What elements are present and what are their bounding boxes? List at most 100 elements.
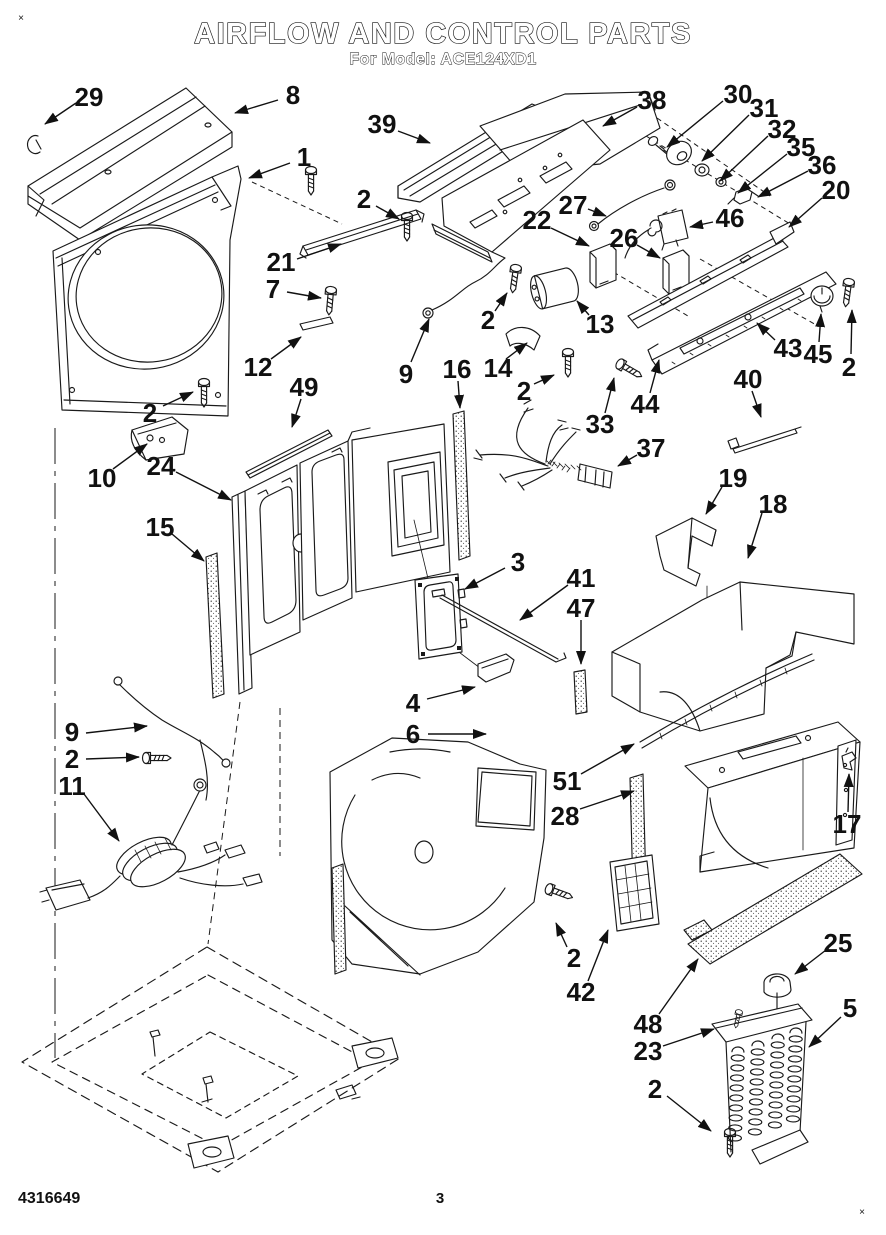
part-label-25: 25 [824,928,853,958]
part-label-7: 7 [266,274,280,304]
part-label-6: 6 [406,719,420,749]
leader-arrow-33 [604,377,616,414]
part-46-thermostat [624,208,689,259]
part-26-switch [662,249,690,295]
part-13-capacitor [530,267,579,310]
part-label-21: 21 [267,247,296,277]
leader-arrow-23 [662,1028,715,1047]
leader-arrow-12 [270,336,302,360]
leader-arrow-4 [426,685,476,700]
leader-arrow-30 [666,100,724,148]
leader-arrow-2 [533,374,555,385]
part-label-51: 51 [553,766,582,796]
part-label-39: 39 [368,109,397,139]
leader-arrow-2 [494,292,508,312]
leader-arrow-13 [576,300,590,316]
part-9-lower-wire [113,676,231,801]
registration-mark-bottom-right: × [859,1207,865,1218]
leader-arrow-24 [175,471,232,501]
leader-arrow-17 [843,773,854,813]
part-label-24: 24 [147,451,176,481]
leader-arrow-44 [649,359,661,394]
leader-arrow-11 [83,793,120,842]
leader-arrow-5 [808,1016,842,1048]
leader-arrow-41 [519,584,569,621]
part-27-jumper-wire [588,179,676,232]
part-label-16: 16 [443,354,472,384]
leader-arrow-40 [751,390,762,418]
leader-arrow-37 [617,454,638,467]
leader-arrow-26 [636,244,661,259]
part-label-12: 12 [244,352,273,382]
part-label-2: 2 [143,398,157,428]
part-label-1: 1 [297,142,311,172]
leader-arrow-8 [234,99,279,115]
leader-arrow-49 [291,398,302,428]
leader-arrow-39 [397,130,431,144]
part-47-seal-strip [573,669,588,715]
leader-arrow-46 [689,219,714,230]
leader-arrow-27 [587,206,607,217]
part-41-rod [439,594,567,663]
part-label-19: 19 [719,463,748,493]
leader-arrow-9 [85,722,148,734]
leader-arrow-43 [756,322,776,341]
leader-arrow-1 [248,162,291,179]
part-label-11: 11 [58,771,86,801]
part-label-41: 41 [567,563,596,593]
leader-arrow-7 [286,290,322,301]
leader-arrow-2 [846,309,857,355]
part-label-29: 29 [75,82,104,112]
leader-arrow-31 [701,114,750,162]
part-45-knob [810,285,834,313]
part-18-air-duct [611,581,855,732]
part-label-31: 31 [750,93,779,123]
part-label-15: 15 [146,512,175,542]
part-label-38: 38 [638,85,667,115]
part-label-30: 30 [724,79,753,109]
part-label-33: 33 [586,409,615,439]
part-label-46: 46 [716,203,745,233]
part-label-27: 27 [559,190,588,220]
leader-arrow-42 [587,929,609,982]
part-15-seal-strip [205,552,225,699]
part-label-2: 2 [65,744,79,774]
leader-arrow-36 [757,170,809,198]
part-label-45: 45 [804,339,833,369]
part-label-10: 10 [88,463,117,493]
part-6-blower-housing [329,737,547,976]
part-label-28: 28 [551,801,580,831]
page-title: AIRFLOW AND CONTROL PARTS [194,18,692,50]
leader-arrow-2 [666,1095,712,1132]
part-21-support-bracket [299,209,425,259]
registration-mark-top-left: × [18,13,24,24]
part-label-35: 35 [787,132,816,162]
part-29-clip [26,134,42,155]
leader-arrow-10 [112,443,148,470]
part-label-2: 2 [567,943,581,973]
part-42-filter [609,854,660,932]
part-label-5: 5 [843,993,857,1023]
part-49-strip [245,429,333,479]
leader-arrow-35 [737,153,788,194]
part-label-20: 20 [822,175,851,205]
part-label-8: 8 [286,80,300,110]
part-9-upper-ground-wire [422,251,506,319]
part-51-curved-seal [639,653,815,749]
part-label-17: 17 [833,809,862,839]
part-4-clip [477,653,515,683]
part-17-bracket-clip [841,747,857,771]
leader-arrow-21 [296,243,342,260]
leader-arrow-22 [550,227,590,247]
fastener-set-30-31-32-35-36 [647,135,759,205]
part-label-2: 2 [357,184,371,214]
leader-arrow-2 [375,205,400,220]
part-1-fan-shroud [52,165,242,417]
part-5-heater-element [711,1003,813,1165]
part-label-14: 14 [484,353,513,383]
part-38-control-chassis [431,119,611,263]
part-label-36: 36 [808,150,837,180]
